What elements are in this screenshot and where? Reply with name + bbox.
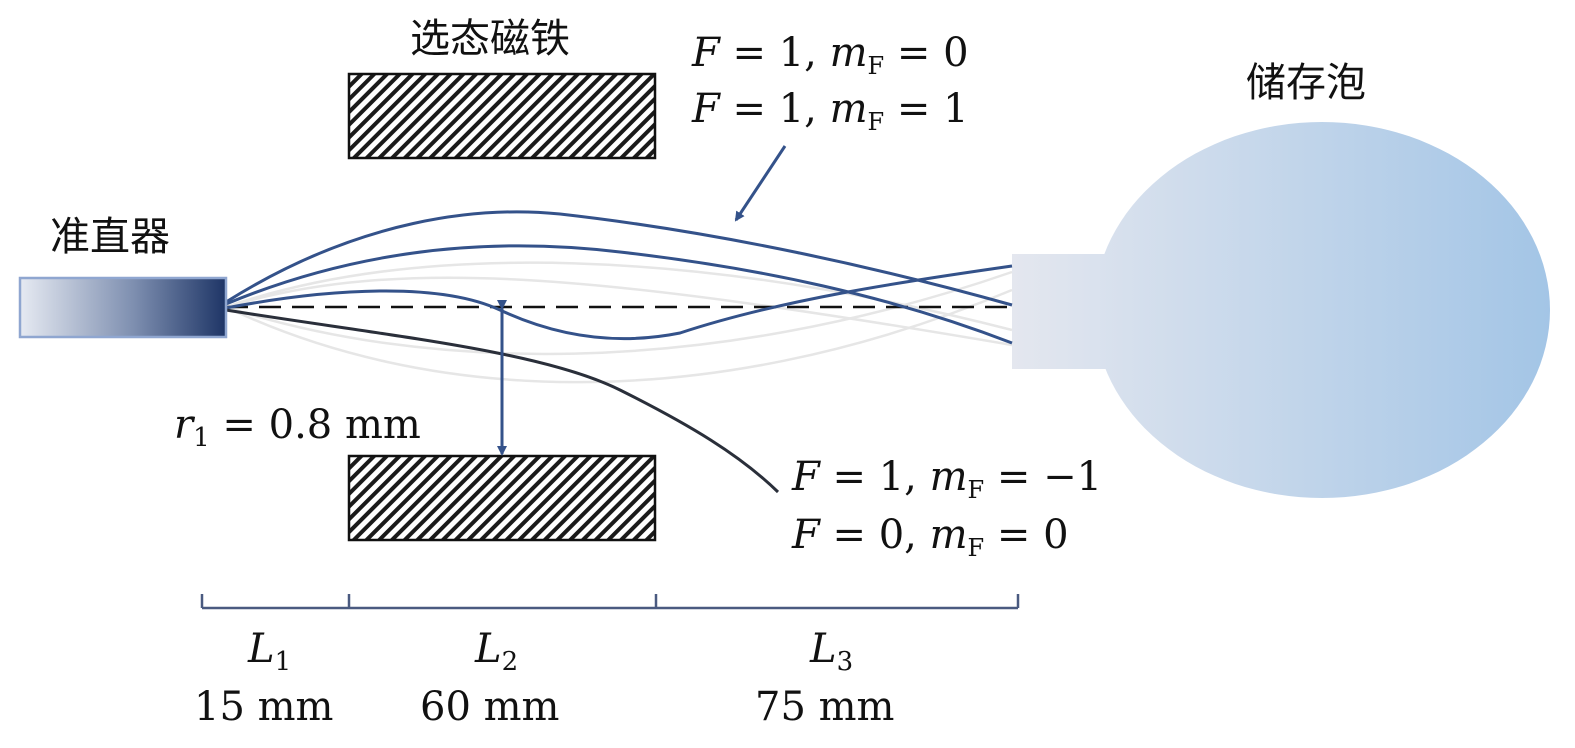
state-mF-value: 1 — [943, 86, 968, 132]
segment-L2: L2 60 mm — [420, 626, 559, 730]
magnet-lower — [347, 454, 657, 542]
state-mF-value: 0 — [943, 30, 968, 76]
radius-sub: 1 — [193, 423, 210, 453]
bulb-body — [1094, 122, 1550, 498]
segment-L1: L1 15 mm — [194, 626, 333, 730]
state-label: F = 0, mF = 0 — [791, 512, 1069, 562]
state-F-value: 1 — [879, 454, 904, 500]
segment-L3: L3 75 mm — [755, 626, 894, 730]
radius-eq: = — [210, 402, 269, 448]
collimator — [18, 276, 228, 339]
state-F-value: 1 — [779, 30, 804, 76]
ghost-trajectory — [225, 288, 1013, 384]
ghost-trajectories — [225, 261, 1013, 384]
storage-bulb — [1012, 122, 1550, 498]
focused-trajectories — [225, 210, 1013, 345]
segment-symbol: L3 — [809, 626, 853, 677]
ghost-trajectory — [225, 276, 1013, 347]
focused-states-label: F = 1, mF = 0 F = 1, mF = 1 — [691, 30, 969, 136]
state-label: F = 1, mF = 1 — [691, 86, 969, 136]
radius-value: 0.8 — [269, 402, 333, 448]
length-bracket — [200, 594, 1020, 610]
segment-length: 75 mm — [755, 684, 894, 730]
radius-label: r1 = 0.8 mm — [174, 402, 421, 453]
segment-symbol: L2 — [474, 626, 518, 677]
radius-unit: mm — [345, 402, 421, 448]
state-F-value: 0 — [879, 512, 904, 558]
state-label: F = 1, mF = 0 — [691, 30, 969, 80]
segment-length: 15 mm — [194, 684, 333, 730]
trajectory-upper — [225, 210, 1013, 307]
magnet-label: 选态磁铁 — [410, 16, 570, 62]
defocused-states-label: F = 1, mF = −1 F = 0, mF = 0 — [791, 454, 1102, 562]
focused-pointer-arrow — [734, 145, 787, 222]
trajectory-middle — [225, 244, 1013, 345]
state-mF-value: 0 — [1043, 512, 1068, 558]
state-label: F = 1, mF = −1 — [791, 454, 1102, 504]
trajectory-crossing — [225, 264, 1013, 341]
trajectory-defocused — [225, 308, 780, 494]
segment-length: 60 mm — [420, 684, 559, 730]
state-mF-value: −1 — [1043, 454, 1102, 500]
ghost-trajectory — [225, 270, 1013, 356]
state-F-value: 1 — [779, 86, 804, 132]
magnet-upper — [347, 72, 657, 160]
collimator-label: 准直器 — [50, 214, 170, 260]
radius-symbol: r — [174, 402, 196, 448]
segment-symbol: L1 — [247, 626, 291, 677]
bulb-label: 储存泡 — [1246, 60, 1366, 106]
